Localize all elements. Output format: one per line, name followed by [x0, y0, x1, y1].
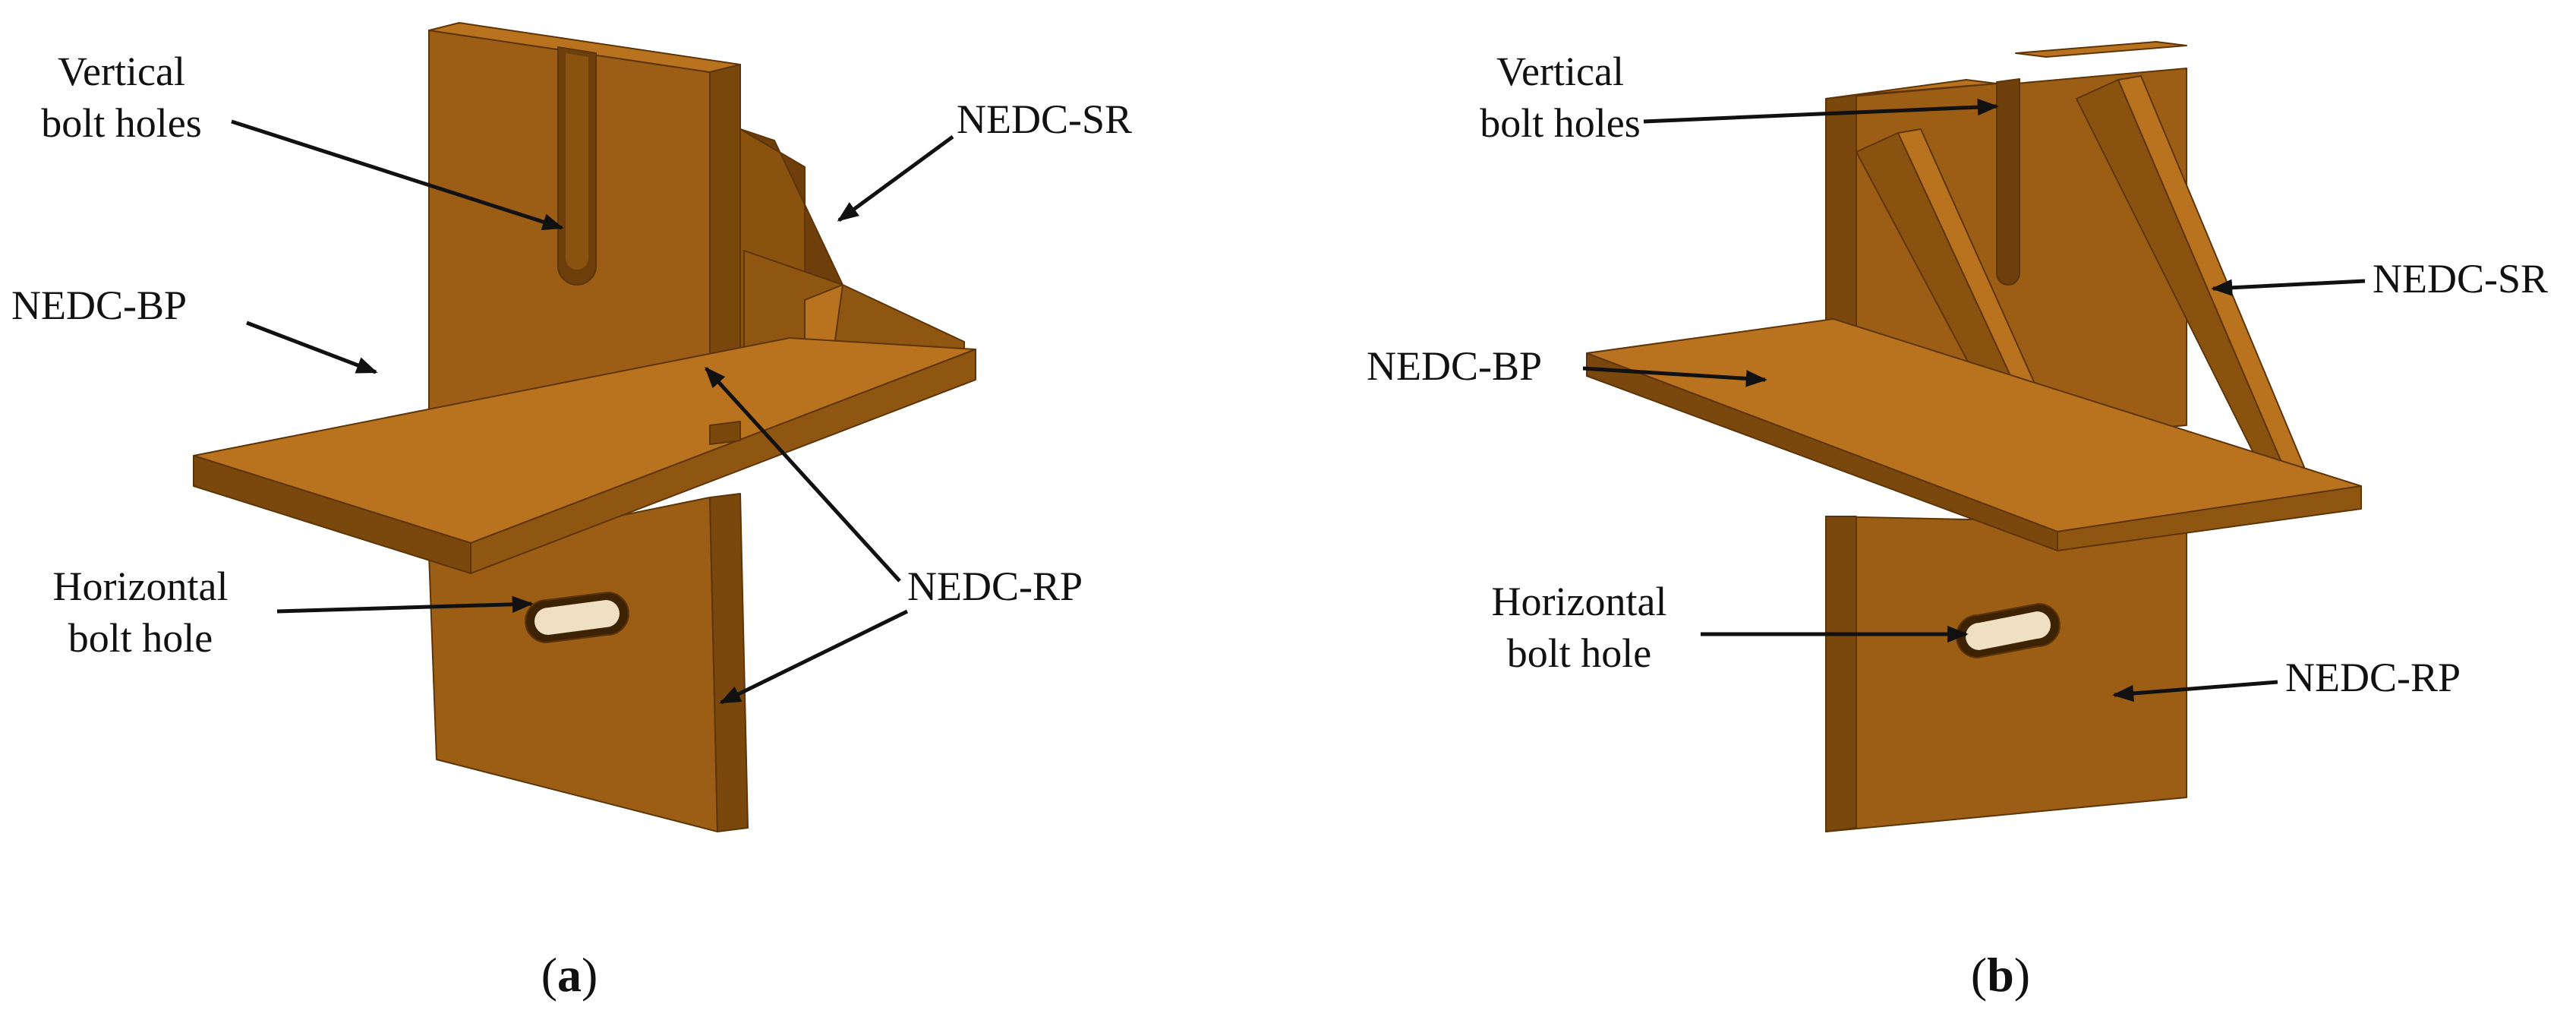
label-horizontal-bolt-hole-b-line1: Horizontal	[1492, 579, 1667, 624]
label-horizontal-bolt-hole-b-line2: bolt hole	[1507, 630, 1651, 676]
arrow-nedc-bp-a	[246, 320, 378, 374]
arrow-nedc-sr-a	[837, 134, 954, 223]
label-horizontal-bolt-hole-a-line1: Horizontal	[53, 564, 229, 609]
label-nedc-bp-a: NEDC-BP	[11, 283, 187, 328]
arrow-nedc-sr-b	[2211, 279, 2366, 296]
bracket-a-model	[193, 22, 976, 832]
vertical-bolt-hole-b	[1996, 78, 2020, 286]
label-nedc-rp-b: NEDC-RP	[2285, 655, 2461, 700]
arrow-nedc-rp-b	[2112, 680, 2278, 703]
label-vertical-bolt-holes-b-line1: Vertical	[1496, 49, 1624, 94]
label-nedc-bp-b: NEDC-BP	[1367, 343, 1542, 389]
figure-b: Vertical bolt holes NEDC-SR NEDC-BP NEDC…	[1367, 41, 2548, 1002]
label-vertical-bolt-holes-a-line1: Vertical	[58, 49, 185, 94]
rear-plate-lower-b	[1825, 516, 2187, 832]
figure-a: Vertical bolt holes NEDC-SR NEDC-BP NEDC…	[11, 22, 1132, 1002]
label-nedc-sr-a: NEDC-SR	[957, 96, 1132, 142]
label-vertical-bolt-holes-a-line2: bolt holes	[41, 100, 202, 146]
caption-b: (b)	[1971, 948, 2030, 1002]
label-vertical-bolt-holes-b-line2: bolt holes	[1480, 100, 1641, 146]
arrow-vertical-bolt-holes-b	[1643, 98, 1999, 124]
caption-a: (a)	[541, 948, 598, 1002]
label-nedc-rp-a: NEDC-RP	[907, 564, 1083, 609]
label-horizontal-bolt-hole-a-line2: bolt hole	[68, 615, 213, 661]
arrow-nedc-bp-b	[1582, 366, 1767, 387]
arrow-vertical-bolt-holes-a	[231, 119, 564, 230]
arrow-nedc-rp-a-lower	[719, 609, 909, 705]
label-nedc-sr-b: NEDC-SR	[2373, 256, 2548, 302]
arrow-horizontal-bolt-hole-a	[276, 595, 534, 614]
arrow-nedc-rp-a-upper	[705, 366, 901, 583]
bracket-b-model	[1586, 41, 2362, 832]
